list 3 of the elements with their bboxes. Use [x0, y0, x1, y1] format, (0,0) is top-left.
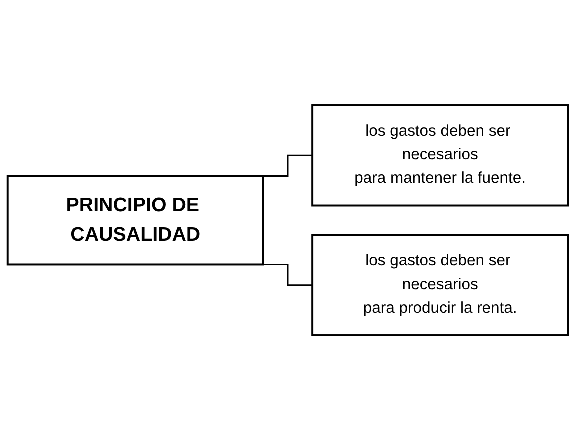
node-box: los gastos deben ser necesarios para mantener la fuente. [312, 104, 570, 207]
node-box: los gastos deben ser necesarios para producir la renta. [312, 234, 570, 336]
node-box: PRINCIPIO DE CAUSALIDAD [6, 175, 264, 266]
